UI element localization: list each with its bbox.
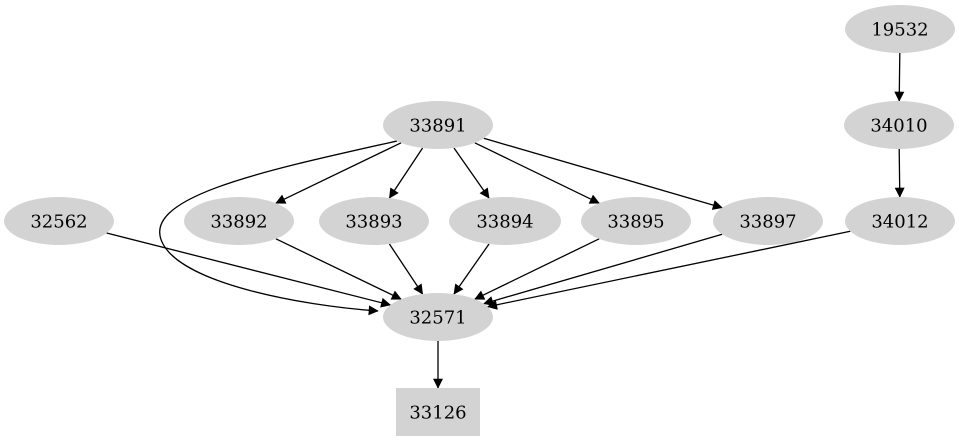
node-19532-label: 19532 bbox=[871, 19, 928, 40]
edge-32562-32571 bbox=[106, 232, 392, 308]
node-33895: 33895 bbox=[581, 197, 691, 245]
node-32562: 32562 bbox=[4, 197, 114, 245]
node-33897-ellipse-shape bbox=[713, 197, 823, 245]
node-33893: 33893 bbox=[319, 197, 429, 245]
node-32571: 32571 bbox=[383, 293, 493, 341]
node-32571-label: 32571 bbox=[409, 307, 466, 328]
node-33893-ellipse-shape bbox=[319, 197, 429, 245]
edge-33891-33893 bbox=[388, 147, 424, 199]
node-32562-ellipse-shape bbox=[4, 197, 114, 245]
node-33895-label: 33895 bbox=[607, 211, 664, 232]
node-34010: 34010 bbox=[844, 101, 954, 149]
node-33892: 33892 bbox=[184, 197, 294, 245]
edge-19532-34010 bbox=[894, 52, 905, 102]
node-33897-label: 33897 bbox=[739, 211, 796, 232]
node-34012: 34012 bbox=[845, 197, 955, 245]
edge-33891-33892 bbox=[275, 142, 402, 204]
edge-layer bbox=[106, 52, 905, 389]
node-19532-ellipse-shape bbox=[845, 5, 955, 53]
node-33894-label: 33894 bbox=[476, 211, 533, 232]
edge-33891-33895 bbox=[474, 142, 600, 204]
node-34012-label: 34012 bbox=[871, 211, 928, 232]
node-33126-box-shape bbox=[396, 388, 480, 436]
node-33892-ellipse-shape bbox=[184, 197, 294, 245]
node-34012-ellipse-shape bbox=[845, 197, 955, 245]
edge-34010-34012 bbox=[894, 148, 905, 198]
edge-33891-33894 bbox=[453, 147, 490, 199]
node-32562-label: 32562 bbox=[30, 211, 87, 232]
node-33892-label: 33892 bbox=[210, 211, 267, 232]
node-33891-ellipse-shape bbox=[383, 101, 493, 149]
node-33893-label: 33893 bbox=[345, 211, 402, 232]
node-33895-ellipse-shape bbox=[581, 197, 691, 245]
node-33891-label: 33891 bbox=[409, 115, 466, 136]
node-19532: 19532 bbox=[845, 5, 955, 53]
edge-33893-32571 bbox=[388, 243, 424, 295]
edge-33897-32571 bbox=[483, 233, 723, 306]
edge-34012-32571 bbox=[487, 230, 851, 310]
node-33126-label: 33126 bbox=[409, 402, 466, 423]
node-33894-ellipse-shape bbox=[449, 197, 561, 245]
node-34010-ellipse-shape bbox=[844, 101, 954, 149]
edge-33894-32571 bbox=[453, 243, 490, 295]
node-33897: 33897 bbox=[713, 197, 823, 245]
edge-33891-32571 bbox=[159, 140, 398, 316]
edge-33891-33897 bbox=[483, 137, 723, 210]
node-layer: 19532 34010 34012 33891 32562 33892 33893 33894… bbox=[4, 5, 955, 436]
node-33891: 33891 bbox=[383, 101, 493, 149]
edge-33895-32571 bbox=[474, 238, 600, 300]
node-32571-ellipse-shape bbox=[383, 293, 493, 341]
edge-33892-32571 bbox=[275, 238, 402, 300]
node-33894: 33894 bbox=[449, 197, 561, 245]
node-34010-label: 34010 bbox=[870, 115, 927, 136]
node-33126: 33126 bbox=[396, 388, 480, 436]
